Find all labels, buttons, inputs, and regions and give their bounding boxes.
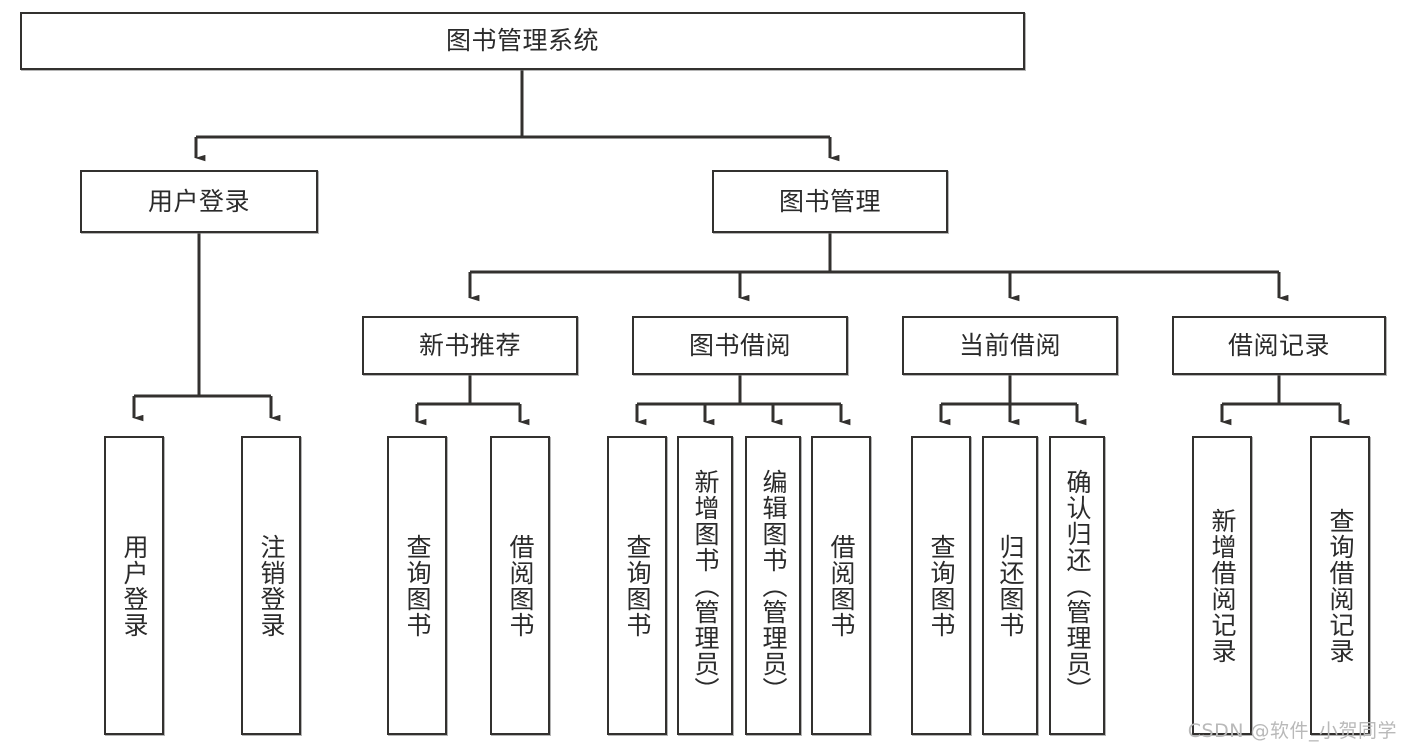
node-book-management-label: 图书管理 <box>778 186 881 216</box>
node-book-management[interactable]: 图书管理 <box>712 170 948 233</box>
leaf-borrow-borrow-book-label: 借阅图书 <box>827 533 856 638</box>
node-root-system[interactable]: 图书管理系统 <box>20 12 1025 70</box>
csdn-watermark: CSDN @软件_小贺同学 <box>1187 720 1397 742</box>
leaf-current-query-book[interactable]: 查询图书 <box>911 436 971 735</box>
leaf-borrow-edit-book-admin-label: 编辑图书（管理员） <box>759 468 788 703</box>
node-user-login[interactable]: 用户登录 <box>80 170 318 233</box>
leaf-borrow-borrow-book[interactable]: 借阅图书 <box>811 436 871 735</box>
leaf-recommend-query-book[interactable]: 查询图书 <box>387 436 447 735</box>
node-book-borrow-label: 图书借阅 <box>688 330 791 360</box>
leaf-record-query-record[interactable]: 查询借阅记录 <box>1310 436 1370 735</box>
leaf-borrow-add-book-admin[interactable]: 新增图书（管理员） <box>677 436 733 735</box>
leaf-borrow-query-book[interactable]: 查询图书 <box>607 436 667 735</box>
leaf-recommend-borrow-book[interactable]: 借阅图书 <box>490 436 550 735</box>
node-root-system-label: 图书管理系统 <box>445 26 599 56</box>
leaf-current-return-book[interactable]: 归还图书 <box>982 436 1038 735</box>
node-new-book-recommend-label: 新书推荐 <box>418 330 521 360</box>
node-borrow-record-label: 借阅记录 <box>1227 330 1330 360</box>
leaf-record-query-record-label: 查询借阅记录 <box>1326 507 1355 664</box>
leaf-user-login-signout[interactable]: 注销登录 <box>241 436 301 735</box>
node-borrow-record[interactable]: 借阅记录 <box>1172 316 1386 375</box>
node-book-borrow[interactable]: 图书借阅 <box>632 316 848 375</box>
leaf-current-confirm-return-admin-label: 确认归还（管理员） <box>1063 468 1092 703</box>
node-user-login-label: 用户登录 <box>147 186 250 216</box>
leaf-user-login-signin-label: 用户登录 <box>120 533 149 638</box>
node-current-borrow-label: 当前借阅 <box>958 330 1061 360</box>
leaf-record-add-record[interactable]: 新增借阅记录 <box>1192 436 1252 735</box>
leaf-recommend-query-book-label: 查询图书 <box>403 533 432 638</box>
leaf-user-login-signout-label: 注销登录 <box>257 533 286 638</box>
leaf-recommend-borrow-book-label: 借阅图书 <box>506 533 535 638</box>
node-current-borrow[interactable]: 当前借阅 <box>902 316 1118 375</box>
leaf-borrow-edit-book-admin[interactable]: 编辑图书（管理员） <box>745 436 801 735</box>
node-new-book-recommend[interactable]: 新书推荐 <box>362 316 578 375</box>
leaf-record-add-record-label: 新增借阅记录 <box>1208 507 1237 664</box>
leaf-current-confirm-return-admin[interactable]: 确认归还（管理员） <box>1049 436 1105 735</box>
leaf-current-query-book-label: 查询图书 <box>927 533 956 638</box>
leaf-user-login-signin[interactable]: 用户登录 <box>104 436 164 735</box>
leaf-borrow-add-book-admin-label: 新增图书（管理员） <box>691 468 720 703</box>
leaf-borrow-query-book-label: 查询图书 <box>623 533 652 638</box>
leaf-current-return-book-label: 归还图书 <box>996 533 1025 638</box>
